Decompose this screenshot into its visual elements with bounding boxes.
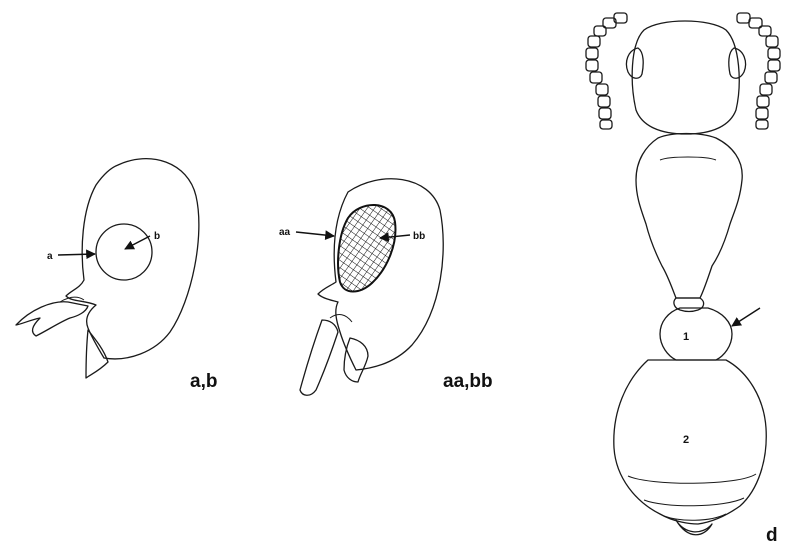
- head-panel-aa-bb: aa bb aa,bb: [279, 179, 493, 396]
- pointer-b-label: b: [154, 231, 160, 242]
- mouthpart-outline: [344, 338, 368, 382]
- right-antenna: [737, 13, 780, 129]
- pointer-bb-label: bb: [413, 231, 425, 242]
- caption-d: d: [766, 525, 778, 546]
- mandible-outline: [300, 320, 338, 395]
- pointer-a-arrow: [58, 254, 95, 255]
- caption-aa-bb: aa,bb: [443, 371, 493, 392]
- pointer-a-label: a: [47, 251, 53, 262]
- petiole-outline: [674, 298, 704, 312]
- segment-1-pointer-arrow: [732, 308, 760, 326]
- full-body-panel-d: 1 2 d: [586, 13, 780, 546]
- compound-eye-small: [96, 224, 152, 280]
- mouthpart-outline: [86, 330, 108, 378]
- caption-a-b: a,b: [190, 371, 217, 392]
- body-head-outline: [632, 21, 739, 134]
- pointer-b-arrow: [125, 236, 150, 249]
- head-panel-a-b: a b a,b: [16, 159, 217, 392]
- abdomen-segment-1: [660, 308, 732, 360]
- thorax-outline: [636, 134, 742, 299]
- segment-1-label: 1: [683, 331, 689, 343]
- compound-eye-large: [338, 205, 395, 292]
- left-antenna: [586, 13, 627, 129]
- head-capsule-outline: [66, 159, 199, 359]
- segment-2-label: 2: [683, 434, 689, 446]
- left-eye: [626, 48, 643, 78]
- pointer-aa-arrow: [296, 232, 334, 236]
- abdomen-segment-2: [614, 360, 766, 524]
- mandible-outline: [16, 302, 88, 336]
- pointer-aa-label: aa: [279, 227, 291, 238]
